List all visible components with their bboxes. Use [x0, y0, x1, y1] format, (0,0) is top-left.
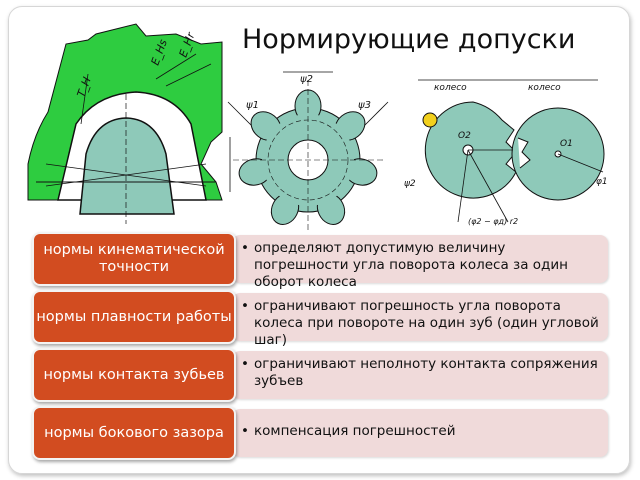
- tooth-profile-figure: T_H E_Hs E_Hr: [27, 23, 223, 224]
- psi2-label-right: ψ2: [404, 179, 416, 189]
- norm-description: ограничивают погрешность угла поворота к…: [232, 293, 608, 348]
- norm-description: ограничивают неполноту контакта сопряжен…: [232, 351, 608, 399]
- norm-row-backlash: компенсация погрешностей нормы бокового …: [32, 406, 608, 460]
- norm-description: определяют допустимую величину погрешнос…: [232, 235, 608, 290]
- psi1-label: ψ1: [246, 100, 259, 111]
- phi1-label: φ1: [596, 177, 608, 187]
- gear-wheel-figure: ψ2 ψ1 ψ3: [227, 71, 389, 230]
- gear-pair-figure: колесо колесо O2 O1 φ1 ψ2 (φ2 − φд) r2: [404, 79, 608, 226]
- o1-label: O1: [560, 139, 573, 149]
- norm-name: нормы плавности работы: [32, 290, 236, 344]
- norm-row-smoothness: ограничивают погрешность угла поворота к…: [32, 290, 608, 348]
- wheel-label-right: колесо: [528, 83, 561, 93]
- wheel-label-left: колесо: [434, 83, 467, 93]
- norm-name: нормы бокового зазора: [32, 406, 236, 460]
- o2-label: O2: [458, 131, 471, 141]
- norm-row-contact: ограничивают неполноту контакта сопряжен…: [32, 348, 608, 402]
- psi2-label: ψ2: [300, 74, 313, 85]
- psi3-label: ψ3: [358, 100, 371, 111]
- norm-description: компенсация погрешностей: [232, 409, 608, 457]
- norm-name: нормы кинематической точности: [32, 232, 236, 286]
- angle-formula-label: (φ2 − φд) r2: [468, 217, 518, 226]
- norm-row-kinematic: определяют допустимую величину погрешнос…: [32, 232, 608, 290]
- slide-title: Нормирующие допуски: [242, 24, 576, 55]
- norm-name: нормы контакта зубьев: [32, 348, 236, 402]
- slide-frame: [8, 6, 630, 474]
